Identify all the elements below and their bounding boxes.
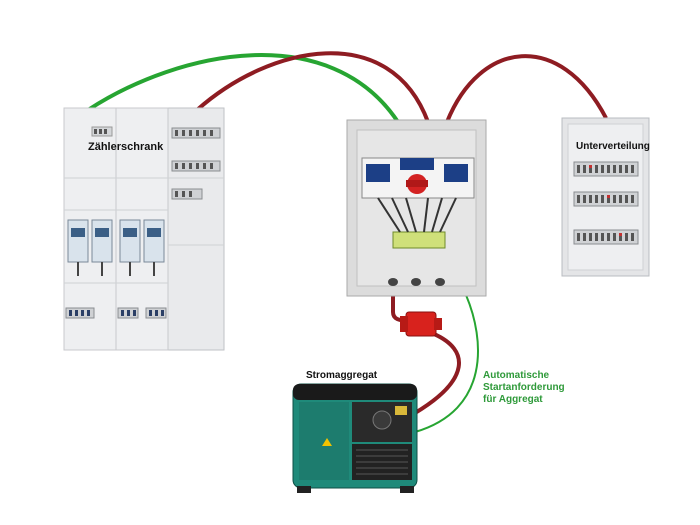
- meter-cabinet: [63, 107, 225, 351]
- sub-distribution-label: Unterverteilung: [576, 141, 650, 152]
- green-wire-cabinet-to-switch: [86, 53, 400, 124]
- red-wire-switch-to-subdistribution: [445, 54, 608, 123]
- red-wire-cabinet-to-switch: [195, 51, 430, 123]
- sub-distribution-board: [561, 117, 650, 277]
- red-wire-plug-to-generator: [413, 332, 461, 415]
- auto-start-note: Automatische Startanforderung für Aggreg…: [483, 370, 565, 406]
- transfer-switch-box: [346, 119, 487, 297]
- auto-start-line-2: Startanforderung: [483, 382, 565, 393]
- cee-plug: [400, 311, 442, 337]
- meter-cabinet-label: Zählerschrank: [88, 141, 164, 153]
- green-wire-switch-to-generator: [414, 294, 479, 433]
- generator-label: Stromaggregat: [306, 370, 378, 381]
- auto-start-line-1: Automatische: [483, 370, 550, 381]
- generator: [292, 383, 418, 493]
- auto-start-line-3: für Aggregat: [483, 394, 543, 405]
